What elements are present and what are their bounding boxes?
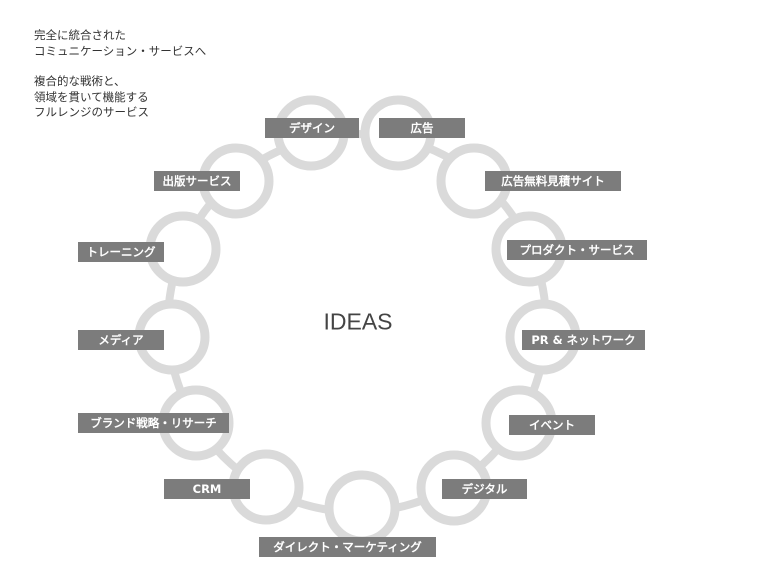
service-tag: PR & ネットワーク: [522, 330, 645, 350]
service-tag: メディア: [78, 330, 164, 350]
intro-line-2: 複合的な戦術と、 領域を貫いて機能する フルレンジのサービス: [34, 74, 149, 119]
service-tag: プロダクト・サービス: [507, 240, 647, 260]
service-node-circle: [324, 470, 400, 546]
ideas-center-label: IDEAS: [323, 308, 393, 335]
service-tag: デザイン: [265, 118, 359, 138]
service-tag: CRM: [164, 479, 250, 499]
service-tag: 広告無料見積サイト: [485, 171, 621, 191]
service-tag: イベント: [509, 415, 595, 435]
service-tag: 出版サービス: [154, 171, 240, 191]
service-tag: ダイレクト・マーケティング: [259, 537, 436, 557]
intro-line-1: 完全に統合された コミュニケーション・サービスへ: [34, 28, 207, 58]
service-tag: デジタル: [442, 479, 527, 499]
service-tag: トレーニング: [78, 242, 164, 262]
service-tag: ブランド戦略・リサーチ: [78, 413, 229, 433]
service-tag: 広告: [379, 118, 465, 138]
intro-text: 完全に統合された コミュニケーション・サービスへ 複合的な戦術と、 領域を貫いて…: [34, 28, 206, 136]
